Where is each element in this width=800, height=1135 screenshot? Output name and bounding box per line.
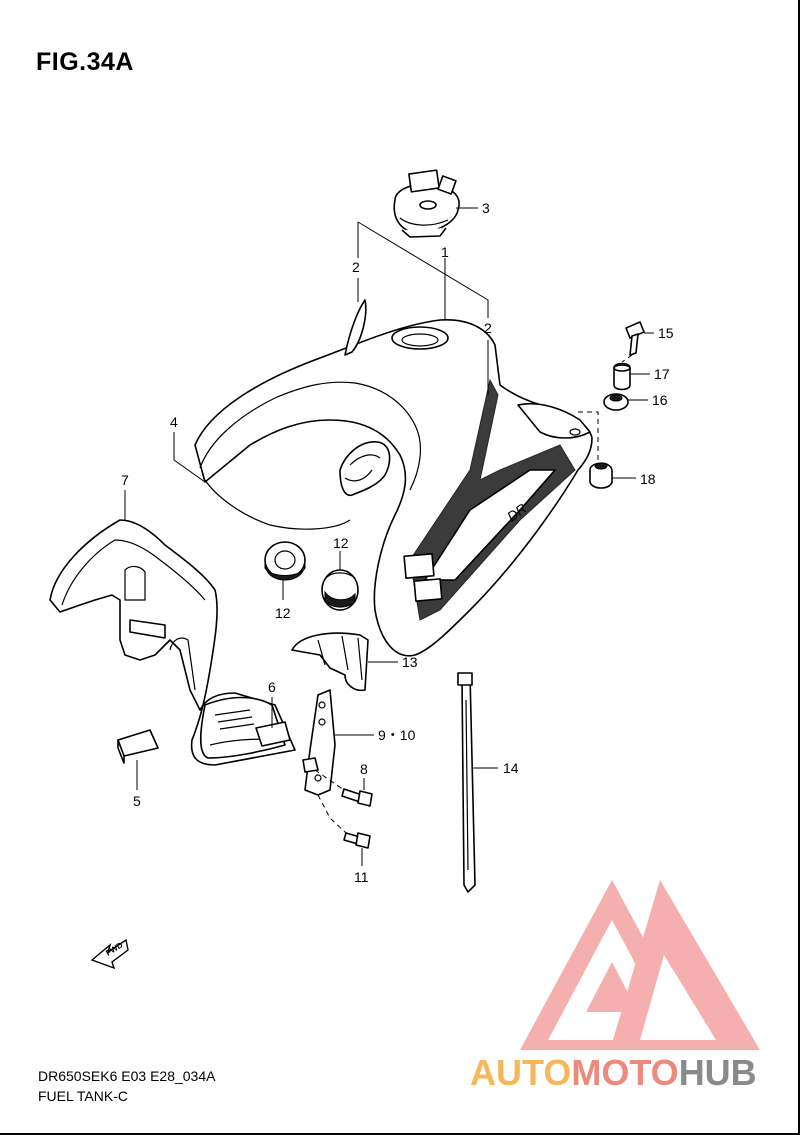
callout-12a: 12 [275, 605, 291, 621]
callout-17: 17 [654, 366, 670, 382]
leader-lines [124, 207, 654, 866]
figure-code: DR650SEK6 E03 E28_034A [38, 1068, 216, 1084]
callout-1: 1 [441, 244, 449, 260]
bolt-11 [343, 832, 371, 849]
callout-15: 15 [658, 325, 674, 341]
bolt-15 [625, 321, 645, 356]
callout-7: 7 [121, 472, 129, 488]
callout-11: 11 [354, 869, 369, 885]
brand-moto: MOTO [571, 1052, 679, 1093]
brand-hub: HUB [678, 1052, 757, 1093]
callout-8: 8 [360, 761, 368, 777]
callout-13: 13 [402, 654, 418, 670]
rubber-13 [291, 632, 369, 692]
brand-auto: AUTO [470, 1052, 572, 1093]
fuel-cap [393, 169, 460, 238]
figure-title: FIG.34A [36, 48, 134, 76]
callout-5: 5 [133, 793, 141, 809]
callout-12b: 12 [333, 535, 349, 551]
grommet-12-right [321, 569, 359, 611]
watermark-logo-icon [520, 880, 760, 1050]
figure-name: FUEL TANK-C [38, 1088, 128, 1104]
callout-2a: 2 [352, 259, 360, 275]
watermark-brand: AUTOMOTOHUB [470, 1052, 757, 1094]
callout-2b: 2 [484, 320, 492, 336]
fuel-tank: DR [194, 299, 593, 657]
fwd-arrow-icon: FWD [90, 938, 129, 970]
cushion-18 [589, 462, 613, 489]
callout-14: 14 [503, 760, 519, 776]
collar-17 [613, 362, 631, 391]
bracket-9-10 [302, 689, 336, 796]
callout-4: 4 [170, 414, 178, 430]
bolt-8 [341, 788, 373, 807]
callout-3: 3 [482, 200, 490, 216]
cushion-6 [255, 721, 291, 747]
callout-16: 16 [652, 392, 668, 408]
cushion-5 [117, 729, 159, 764]
callout-6: 6 [268, 679, 276, 695]
callout-9-10: 9・10 [378, 727, 416, 743]
callout-18: 18 [640, 471, 656, 487]
grommet-12-left [264, 541, 306, 581]
cable-tie-14 [457, 672, 476, 893]
cushion-16 [603, 393, 629, 411]
